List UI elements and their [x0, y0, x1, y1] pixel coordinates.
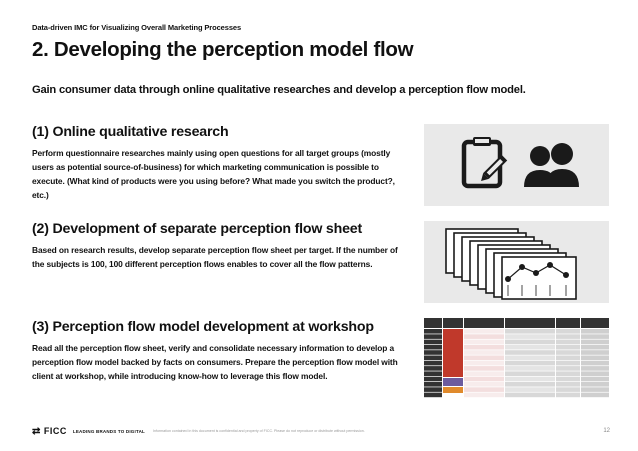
- logo-mark-icon: ⇄: [32, 425, 41, 437]
- stacked-sheets-icon: [445, 228, 577, 300]
- section-heading: (3) Perception flow model development at…: [32, 319, 374, 335]
- section-body: Based on research results, develop separ…: [32, 245, 398, 269]
- document-header: Data-driven IMC for Visualizing Overall …: [32, 23, 242, 32]
- page-number: 12: [603, 428, 610, 434]
- footer: ⇄ FICC LEADING BRANDS TO DIGITAL Informa…: [32, 424, 610, 438]
- clipboard-edit-icon: [461, 137, 508, 189]
- research-illustration-panel: [424, 124, 609, 206]
- page-subtitle: Gain consumer data through online qualit…: [32, 84, 526, 96]
- footer-tagline: LEADING BRANDS TO DIGITAL: [72, 428, 145, 434]
- section-workshop: (3) Perception flow model development at…: [32, 319, 410, 383]
- company-logo: ⇄ FICC: [32, 425, 67, 437]
- section-online-research: (1) Online qualitative research Perform …: [32, 124, 410, 202]
- section-heading: (2) Development of separate perception f…: [32, 221, 362, 237]
- flow-model-table-thumbnail: [424, 318, 609, 400]
- section-body: Perform questionnaire researches mainly …: [32, 148, 395, 200]
- section-perception-flow-sheet: (2) Development of separate perception f…: [32, 221, 410, 271]
- section-body: Read all the perception flow sheet, veri…: [32, 343, 398, 381]
- users-icon: [524, 143, 579, 187]
- sheets-illustration-panel: [424, 221, 609, 303]
- footer-confidential-note: Information contained in this document i…: [152, 429, 365, 433]
- page-title: 2. Developing the perception model flow: [32, 38, 414, 61]
- section-heading: (1) Online qualitative research: [32, 124, 229, 140]
